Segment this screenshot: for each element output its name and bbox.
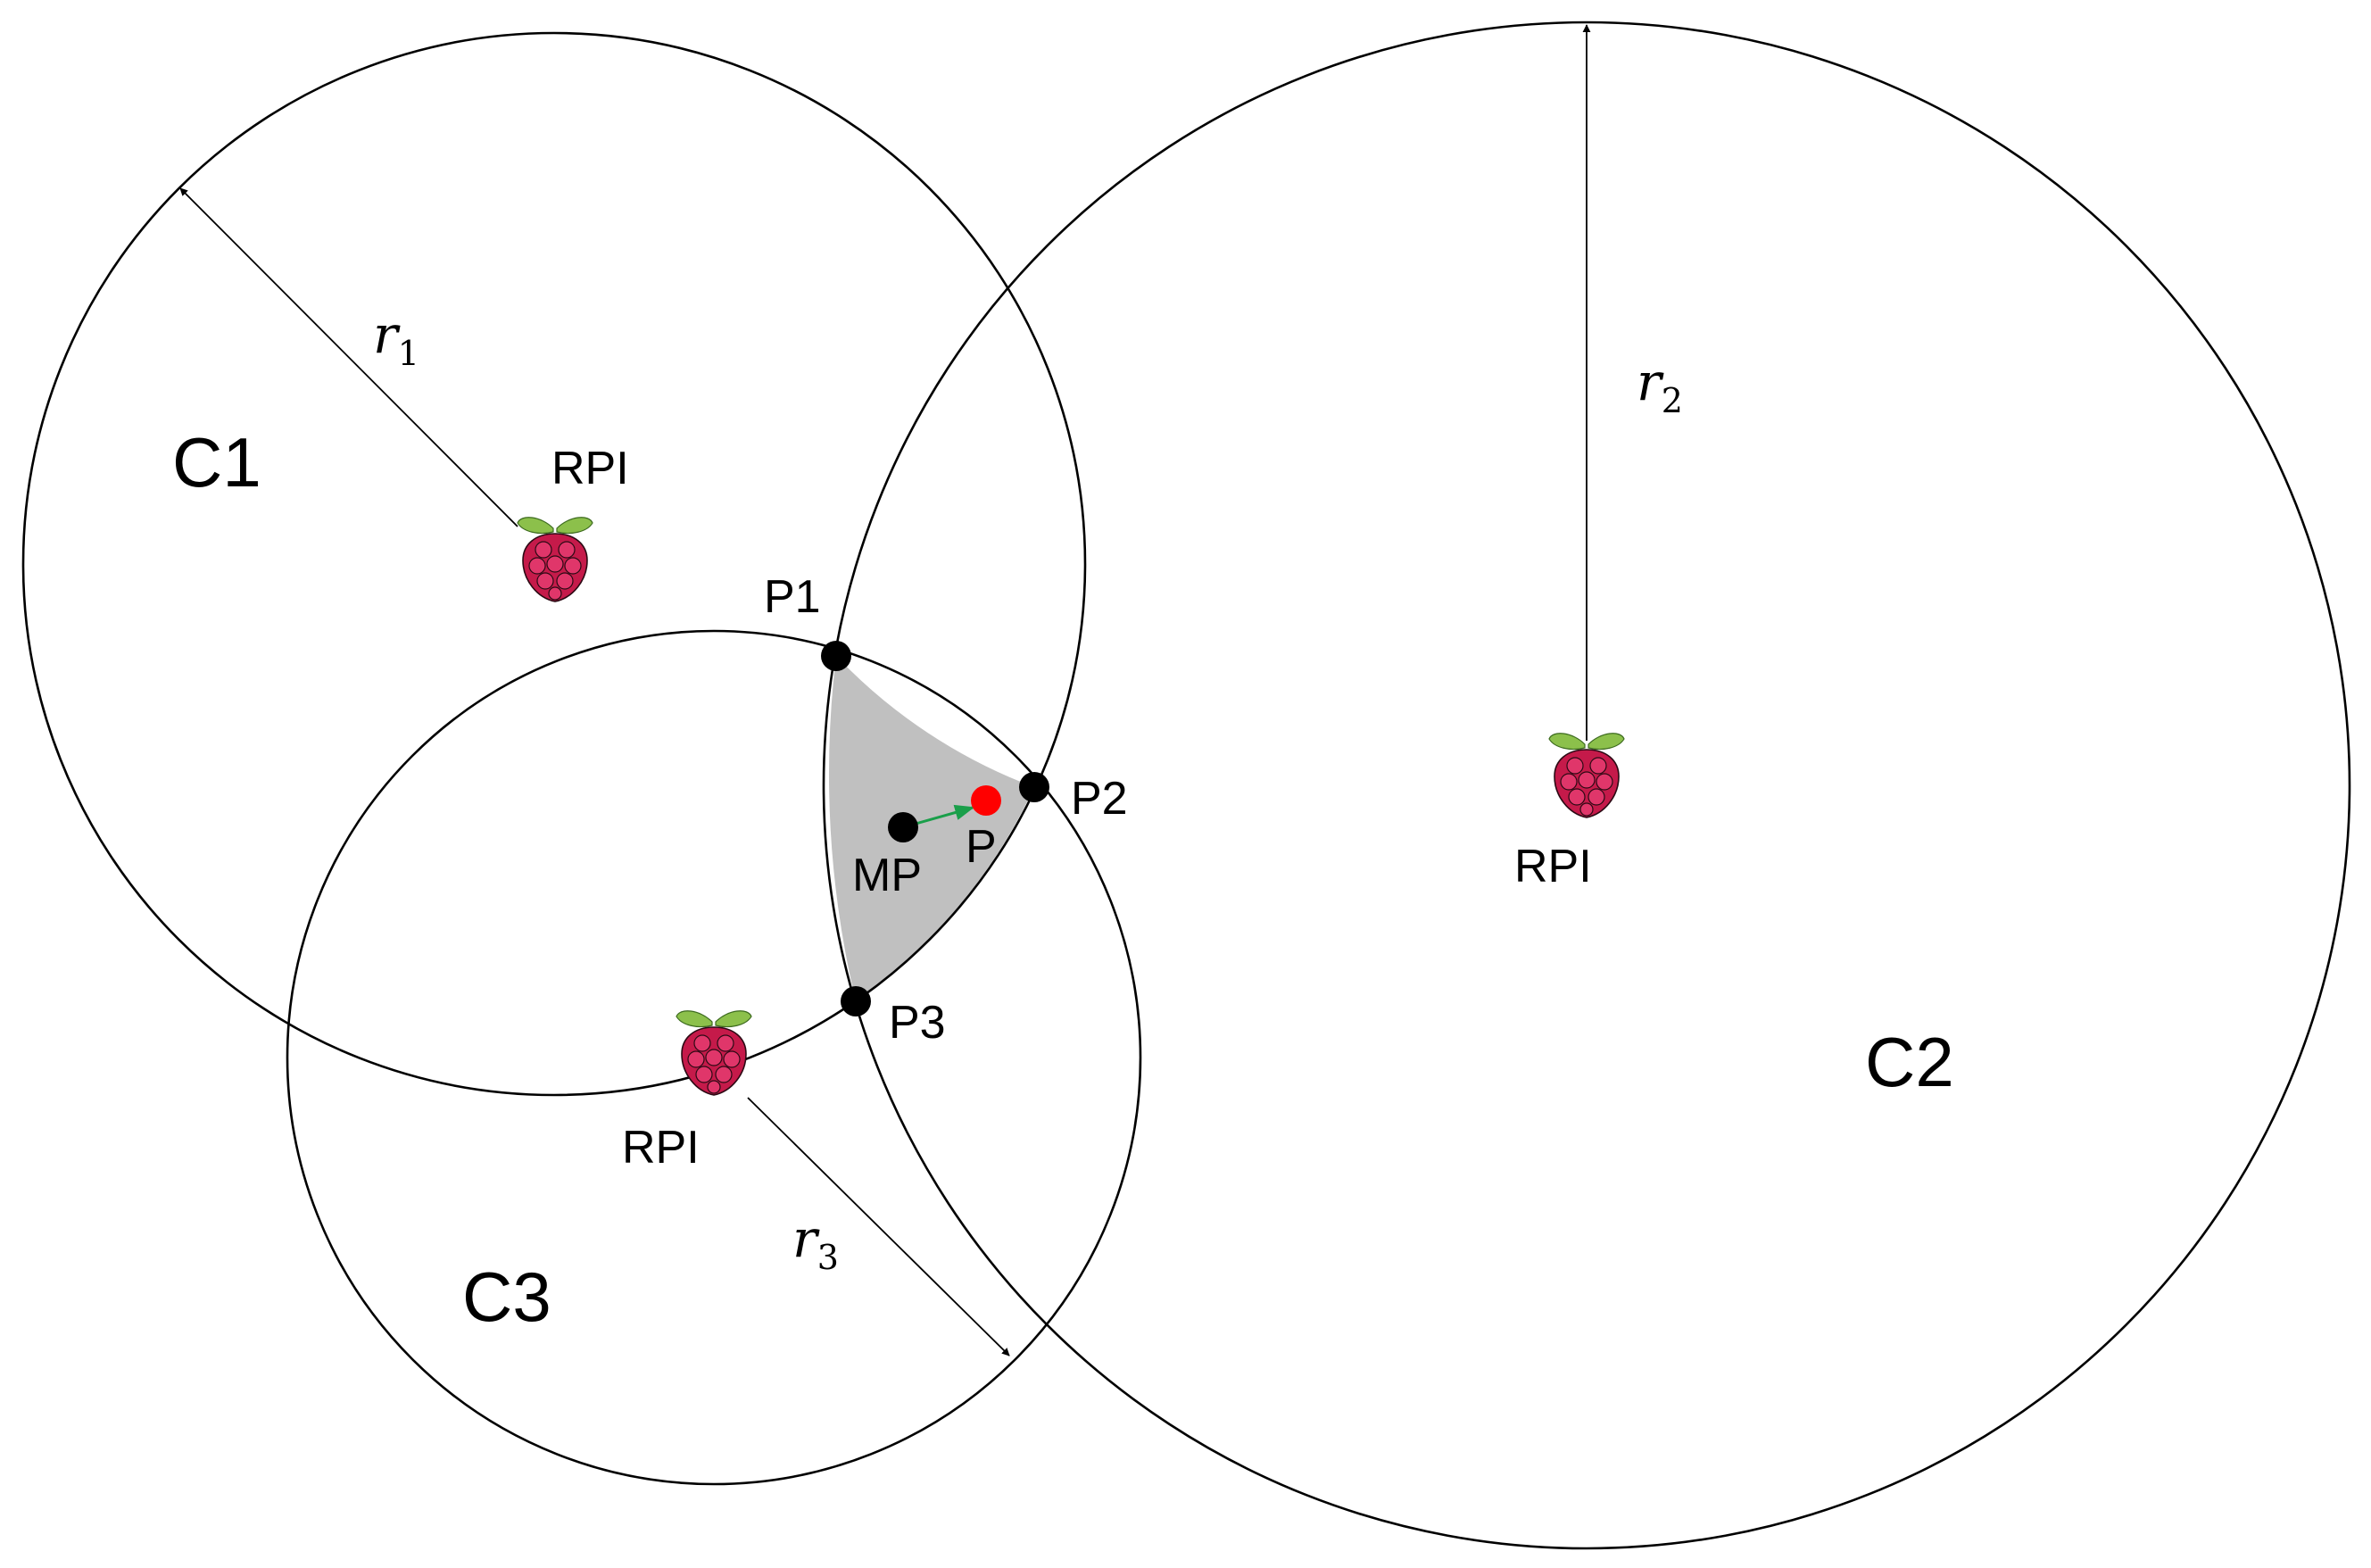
point-p3-marker: [841, 986, 871, 1016]
circle-c3: [286, 629, 1142, 1486]
intersection-region: [828, 656, 1034, 1001]
point-label-p1: P1: [764, 571, 821, 623]
point-p2-marker: [1019, 772, 1049, 802]
point-label-p3: P3: [889, 997, 946, 1049]
circle-label-c3: C3: [462, 1257, 551, 1336]
node-label-rpi: RPI: [1514, 841, 1592, 892]
radius-line-r1: [179, 187, 518, 527]
point-label-p: P: [966, 821, 997, 873]
radius-label-r3: r3: [792, 1208, 839, 1277]
point-p1-marker: [821, 641, 851, 671]
node-label-rpi: RPI: [551, 443, 629, 494]
radius-line-r3: [747, 1097, 1010, 1356]
estimated-point-marker: [971, 785, 1001, 816]
circle-label-c1: C1: [172, 423, 261, 502]
raspberry-pi-icon: [1548, 733, 1625, 818]
radius-label-r1: r1: [373, 304, 419, 373]
node-label-rpi: RPI: [622, 1122, 700, 1174]
point-label-p2: P2: [1071, 773, 1128, 825]
midpoint-marker: [888, 812, 918, 842]
raspberry-pi-icon: [676, 1010, 752, 1096]
radius-label-r2: r2: [1637, 352, 1683, 420]
circle-label-c2: C2: [1865, 1023, 1954, 1101]
circle-c2: [822, 21, 2351, 1550]
raspberry-pi-icon: [517, 517, 593, 602]
circle-c1: [21, 31, 1087, 1097]
point-label-mp: MP: [852, 850, 922, 901]
